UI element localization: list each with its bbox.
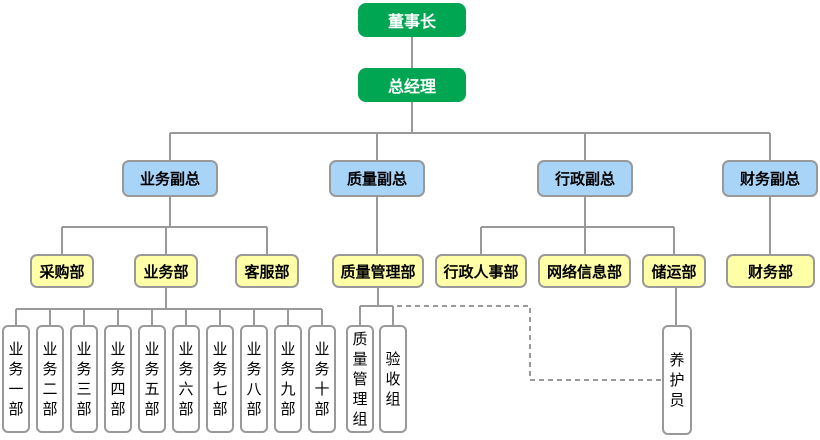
- node-team-acceptance: 验收组: [379, 325, 407, 433]
- node-vp-finance: 财务副总: [722, 160, 818, 197]
- node-dept-finance: 财务部: [726, 254, 815, 288]
- node-dept-network-info: 网络信息部: [538, 254, 631, 288]
- node-dept-customer-service: 客服部: [235, 254, 299, 288]
- node-team-quality-management: 质量管理组: [346, 325, 374, 433]
- node-chairman: 董事长: [358, 3, 466, 37]
- node-vp-admin: 行政副总: [537, 160, 633, 197]
- node-dept-purchasing: 采购部: [30, 254, 94, 288]
- node-unit-business-9: 业务九部: [274, 325, 302, 433]
- node-unit-business-8: 业务八部: [240, 325, 268, 433]
- node-unit-business-2: 业务二部: [36, 325, 64, 433]
- node-general-manager: 总经理: [358, 68, 466, 102]
- node-staff-caretaker: 养护员: [662, 325, 692, 435]
- node-dept-quality-management: 质量管理部: [332, 254, 424, 288]
- node-unit-business-5: 业务五部: [138, 325, 166, 433]
- node-vp-business: 业务副总: [122, 160, 218, 197]
- node-unit-business-3: 业务三部: [70, 325, 98, 433]
- node-dept-storage-transport: 储运部: [642, 254, 706, 288]
- connector-dashed-qm-caretaker: [397, 305, 662, 381]
- node-unit-business-10: 业务十部: [308, 325, 336, 433]
- node-unit-business-6: 业务六部: [172, 325, 200, 433]
- node-vp-quality: 质量副总: [329, 160, 425, 197]
- node-unit-business-4: 业务四部: [104, 325, 132, 433]
- node-unit-business-1: 业务一部: [2, 325, 30, 433]
- node-unit-business-7: 业务七部: [206, 325, 234, 433]
- node-dept-business: 业务部: [134, 254, 198, 288]
- node-dept-admin-hr: 行政人事部: [435, 254, 527, 288]
